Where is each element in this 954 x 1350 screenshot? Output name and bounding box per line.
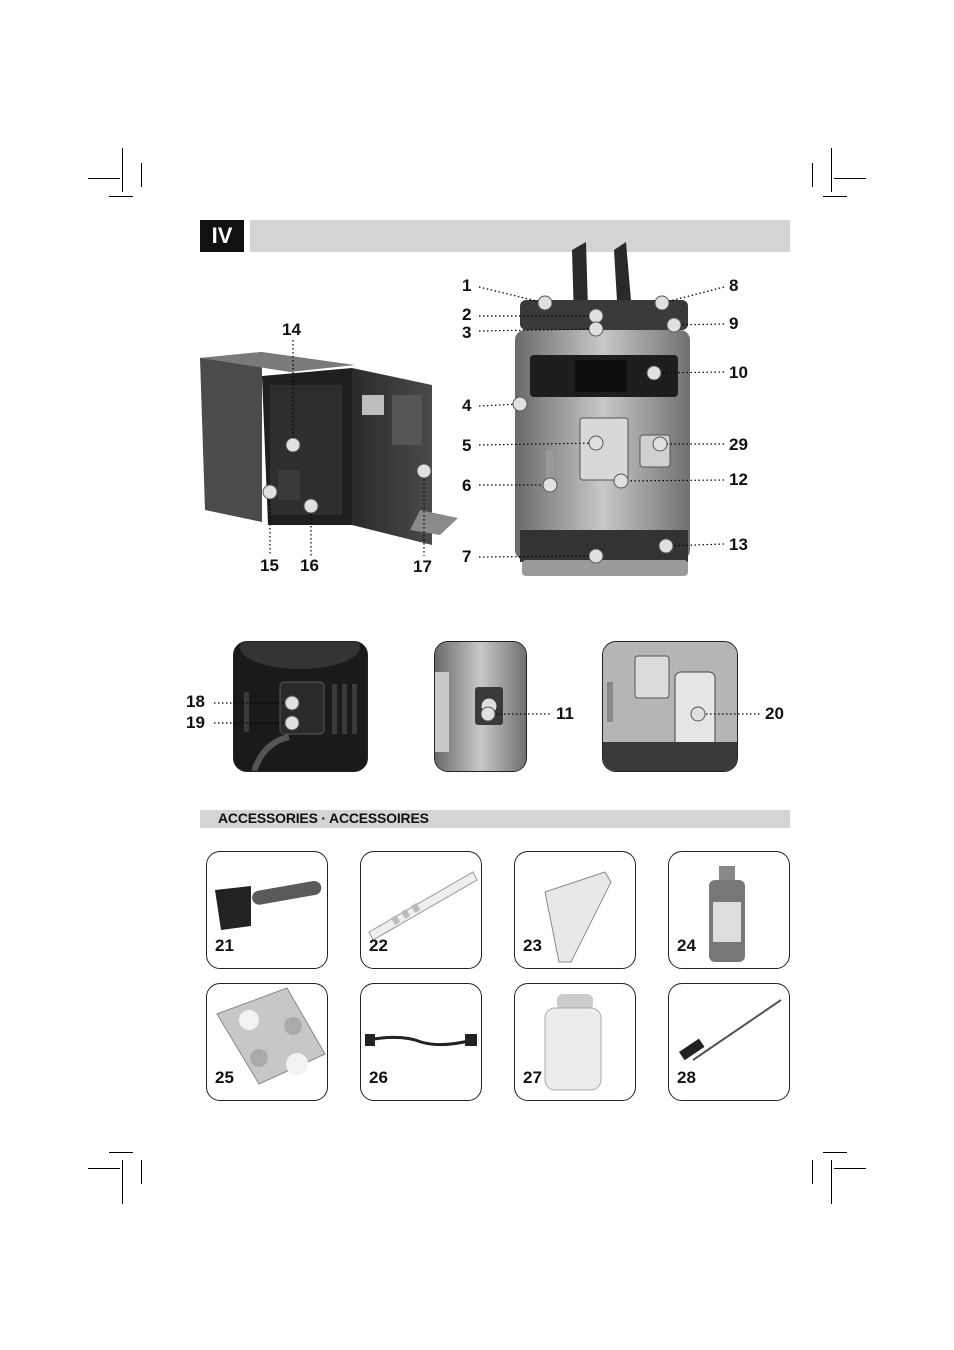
callout-14: 14	[282, 320, 301, 339]
callout-4: 4	[462, 396, 472, 415]
accessory-number: 27	[523, 1068, 542, 1087]
callout-5: 5	[462, 436, 472, 455]
callout-9: 9	[729, 314, 739, 333]
milk-carafe-inset	[602, 641, 738, 772]
coffee-dispenser-inset	[434, 641, 527, 772]
callout-8: 8	[729, 276, 739, 295]
callout-17: 17	[413, 557, 432, 576]
water-filter-icon	[544, 994, 602, 1091]
accessory-number: 23	[523, 936, 542, 955]
accessories-title: ACCESSORIES · ACCESSOIRES	[218, 810, 429, 826]
callout-13: 13	[729, 535, 748, 554]
cleaning-tablets-icon	[216, 987, 326, 1085]
accessory-23: 23	[514, 851, 636, 969]
callout-7: 7	[462, 547, 472, 566]
inset2-leader	[480, 706, 552, 722]
coffee-machine-open-side	[200, 352, 458, 545]
callout-20: 20	[765, 704, 784, 723]
accessory-number: 24	[677, 936, 696, 955]
callout-6: 6	[462, 476, 472, 495]
callout-29: 29	[729, 435, 748, 454]
accessory-22: 22	[360, 851, 482, 969]
callout-15: 15	[260, 556, 279, 575]
coffee-machine-front	[515, 242, 690, 576]
machine-diagram	[200, 242, 725, 576]
test-strip-icon	[368, 871, 478, 941]
section-header-bar	[250, 220, 790, 252]
accessory-25: 25	[206, 983, 328, 1101]
accessory-number: 25	[215, 1068, 234, 1087]
callout-11: 11	[556, 704, 574, 723]
accessory-number: 26	[369, 1068, 388, 1087]
descaler-bottle-icon	[709, 866, 745, 962]
leader-lines	[269, 286, 725, 558]
accessory-number: 21	[215, 936, 234, 955]
power-switch-inset	[233, 641, 368, 772]
grease-applicator-icon	[215, 880, 322, 930]
accessories-header-bar	[200, 810, 790, 828]
power-cord-icon	[365, 1034, 477, 1047]
cleaning-brush-icon	[679, 999, 782, 1061]
accessory-27: 27	[514, 983, 636, 1101]
callout-19: 19	[186, 713, 205, 732]
accessory-number: 28	[677, 1068, 696, 1087]
inset1-leaders	[214, 695, 300, 731]
inset3-leader	[690, 706, 762, 722]
callout-12: 12	[729, 470, 748, 489]
accessory-number: 22	[369, 936, 388, 955]
accessory-28: 28	[668, 983, 790, 1101]
lubricant-tube-icon	[544, 871, 612, 963]
callout-3: 3	[462, 323, 472, 342]
callout-1: 1	[462, 276, 472, 295]
callout-10: 10	[729, 363, 748, 382]
callout-16: 16	[300, 556, 319, 575]
callout-2: 2	[462, 305, 472, 324]
callout-18: 18	[186, 692, 205, 711]
accessory-24: 24	[668, 851, 790, 969]
accessory-21: 21	[206, 851, 328, 969]
section-number: IV	[200, 220, 244, 252]
accessory-26: 26	[360, 983, 482, 1101]
callout-dots	[262, 295, 682, 564]
